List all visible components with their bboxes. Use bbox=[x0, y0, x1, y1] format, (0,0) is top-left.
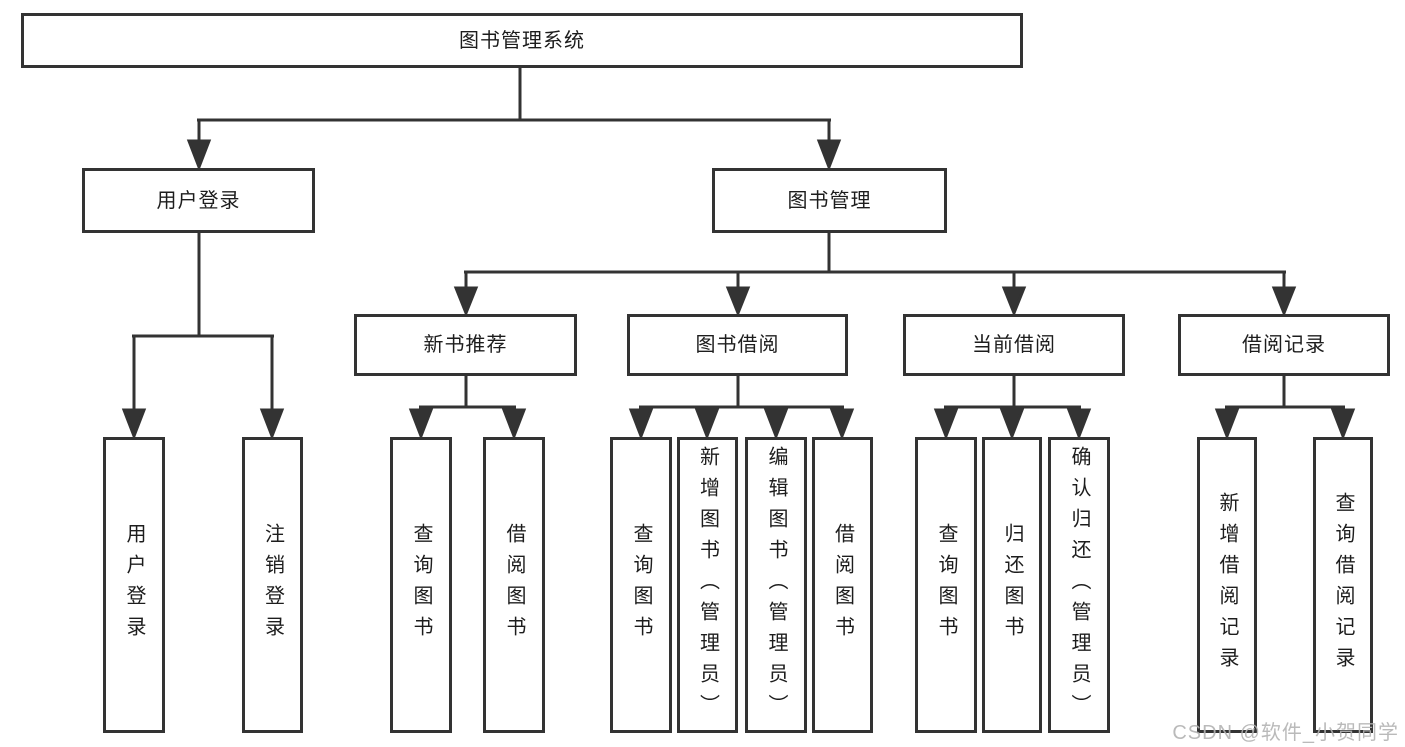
node-book-management-label: 图书管理 bbox=[787, 189, 872, 212]
arrowhead bbox=[259, 408, 285, 441]
leaf-borrow-borrow-books: 借阅图书 bbox=[812, 437, 873, 733]
leaf-newbooks-borrow-books-label: 借阅图书 bbox=[503, 523, 525, 647]
node-book-borrow-label: 图书借阅 bbox=[695, 334, 780, 356]
arrowhead bbox=[1001, 286, 1027, 318]
arrowhead bbox=[829, 408, 855, 441]
arrowhead bbox=[121, 408, 147, 441]
leaf-borrow-edit-books-admin-label: 编辑图书（管理员） bbox=[765, 445, 787, 725]
leaf-records-add-record: 新增借阅记录 bbox=[1197, 437, 1257, 733]
leaf-current-confirm-return-admin: 确认归还（管理员） bbox=[1048, 437, 1110, 733]
node-book-management: 图书管理 bbox=[712, 168, 947, 233]
leaf-newbooks-query-books: 查询图书 bbox=[390, 437, 452, 733]
leaf-records-add-record-label: 新增借阅记录 bbox=[1216, 492, 1238, 678]
arrowhead bbox=[763, 408, 789, 441]
leaf-borrow-add-books-admin: 新增图书（管理员） bbox=[677, 437, 738, 733]
leaf-logout: 注销登录 bbox=[242, 437, 303, 733]
node-root: 图书管理系统 bbox=[21, 13, 1023, 68]
leaf-current-return-books: 归还图书 bbox=[982, 437, 1042, 733]
arrowhead bbox=[933, 408, 959, 441]
arrowhead bbox=[453, 286, 479, 318]
arrowhead bbox=[999, 408, 1025, 441]
leaf-current-query-books: 查询图书 bbox=[915, 437, 977, 733]
leaf-current-return-books-label: 归还图书 bbox=[1001, 523, 1023, 647]
leaf-logout-label: 注销登录 bbox=[261, 523, 284, 647]
connector-userlogin-to-leaves bbox=[132, 233, 274, 412]
connector-newbooks-to-leaves bbox=[419, 376, 516, 412]
node-current-borrow-label: 当前借阅 bbox=[972, 334, 1056, 356]
node-new-book-recommend-label: 新书推荐 bbox=[423, 334, 508, 356]
arrowhead bbox=[501, 408, 527, 441]
arrowhead bbox=[186, 139, 212, 172]
connector-bookmgmt-to-level3 bbox=[464, 232, 1286, 290]
node-user-login-label: 用户登录 bbox=[156, 189, 241, 212]
connector-currentborrow-to-leaves bbox=[944, 376, 1081, 412]
arrowhead bbox=[1066, 408, 1092, 441]
watermark: CSDN @软件_小贺同学 bbox=[1172, 722, 1399, 744]
arrowhead bbox=[1271, 286, 1297, 318]
leaf-current-confirm-return-admin-label: 确认归还（管理员） bbox=[1068, 445, 1090, 725]
arrowhead bbox=[628, 408, 654, 441]
connector-root-to-level2 bbox=[197, 68, 831, 144]
leaf-records-query-record-label: 查询借阅记录 bbox=[1332, 492, 1354, 678]
node-book-borrow: 图书借阅 bbox=[627, 314, 848, 376]
leaf-borrow-edit-books-admin: 编辑图书（管理员） bbox=[745, 437, 807, 733]
arrowhead bbox=[725, 286, 751, 318]
node-current-borrow: 当前借阅 bbox=[903, 314, 1125, 376]
connector-borrowrecords-to-leaves bbox=[1225, 376, 1345, 412]
arrowhead bbox=[694, 408, 720, 441]
arrowhead bbox=[408, 408, 434, 441]
leaf-user-login-label: 用户登录 bbox=[123, 523, 145, 647]
leaf-newbooks-query-books-label: 查询图书 bbox=[410, 523, 432, 647]
node-root-label: 图书管理系统 bbox=[459, 29, 585, 52]
connector-bookborrow-to-leaves bbox=[639, 376, 844, 412]
arrowhead bbox=[1330, 408, 1356, 441]
leaf-borrow-borrow-books-label: 借阅图书 bbox=[831, 523, 854, 647]
leaf-newbooks-borrow-books: 借阅图书 bbox=[483, 437, 545, 733]
leaf-borrow-query-books-label: 查询图书 bbox=[630, 523, 652, 647]
node-borrow-records-label: 借阅记录 bbox=[1242, 334, 1326, 356]
leaf-borrow-add-books-admin-label: 新增图书（管理员） bbox=[696, 445, 719, 725]
node-new-book-recommend: 新书推荐 bbox=[354, 314, 577, 376]
node-borrow-records: 借阅记录 bbox=[1178, 314, 1390, 376]
node-user-login: 用户登录 bbox=[82, 168, 315, 233]
leaf-borrow-query-books: 查询图书 bbox=[610, 437, 672, 733]
leaf-user-login: 用户登录 bbox=[103, 437, 165, 733]
leaf-records-query-record: 查询借阅记录 bbox=[1313, 437, 1373, 733]
arrowhead bbox=[816, 139, 842, 172]
arrowhead bbox=[1214, 408, 1240, 441]
leaf-current-query-books-label: 查询图书 bbox=[935, 523, 957, 647]
